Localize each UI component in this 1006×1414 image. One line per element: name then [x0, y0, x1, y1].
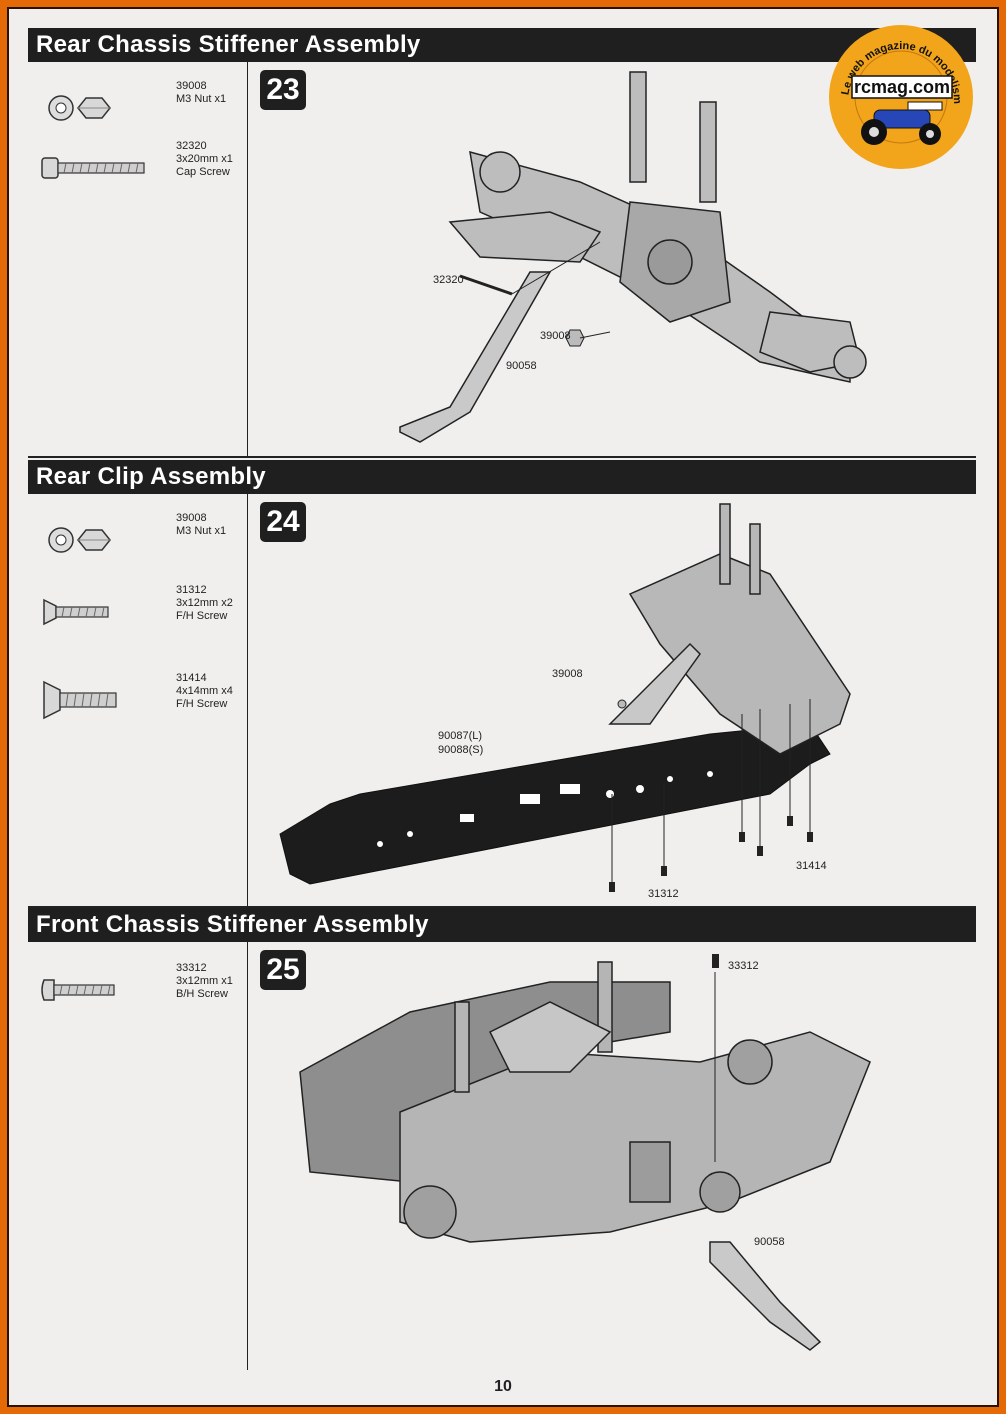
section-title: Rear Chassis Stiffener Assembly [28, 28, 976, 62]
part-item: 39008 M3 Nut x1 [28, 78, 248, 138]
part-text: 39008 M3 Nut x1 [176, 80, 226, 106]
section-title: Front Chassis Stiffener Assembly [28, 908, 976, 942]
callout-label: 31312 [648, 888, 679, 900]
callout-label: 33312 [728, 960, 759, 972]
logo-name: rcmag.com [854, 77, 950, 97]
part-text: 32320 3x20mm x1 Cap Screw [176, 140, 233, 179]
part-item: 31312 3x12mm x2 F/H Screw [28, 582, 248, 642]
part-desc-2: F/H Screw [176, 610, 228, 622]
part-desc: 4x14mm x4 [176, 685, 233, 697]
callout-label: 90087(L) [438, 730, 483, 742]
callout-label: 90088(S) [438, 744, 484, 756]
part-text: 31312 3x12mm x2 F/H Screw [176, 584, 233, 623]
part-desc: 3x12mm x2 [176, 597, 233, 609]
flat-head-screw-icon [43, 680, 117, 720]
part-item: 33312 3x12mm x1 B/H Screw [28, 960, 248, 1020]
part-code: 31312 [176, 584, 207, 596]
flat-head-screw-icon [43, 598, 109, 626]
part-code: 31414 [176, 672, 207, 684]
step-number: 24 [260, 502, 306, 542]
part-desc-2: B/H Screw [176, 988, 228, 1000]
rear-chassis-illustration [399, 71, 867, 443]
section-title: Rear Clip Assembly [28, 460, 976, 494]
section-rear-clip: Rear Clip Assembly 39008 M3 Nut x1 31312 [28, 460, 976, 908]
button-head-screw-icon [41, 979, 115, 1001]
callout-label: 31414 [796, 860, 827, 872]
rear-clip-illustration [279, 503, 851, 892]
part-code: 32320 [176, 140, 207, 152]
part-text: 39008 M3 Nut x1 [176, 512, 226, 538]
part-desc: M3 Nut x1 [176, 93, 227, 105]
callout-label: 39008 [552, 668, 583, 680]
callout-label: 90058 [506, 360, 537, 372]
nut-icon [48, 527, 111, 553]
part-item: 39008 M3 Nut x1 [28, 510, 248, 570]
step-number: 25 [260, 950, 306, 990]
callout-label: 39008 [540, 330, 571, 342]
front-chassis-illustration [299, 954, 871, 1351]
part-item: 32320 3x20mm x1 Cap Screw [28, 138, 248, 198]
nut-icon [48, 95, 111, 121]
parts-list: 33312 3x12mm x1 B/H Screw [28, 942, 248, 1370]
parts-list: 39008 M3 Nut x1 32320 3x20mm x1 Cap Scr [28, 62, 248, 456]
part-code: 39008 [176, 512, 207, 524]
page-number: 10 [494, 1378, 512, 1395]
part-desc-2: F/H Screw [176, 698, 228, 710]
rc-car-icon [861, 101, 943, 145]
section-divider [28, 906, 976, 908]
part-desc: 3x20mm x1 [176, 153, 233, 165]
section-divider [28, 456, 976, 458]
rcmag-logo: Le web magazine du modelisme rcmag.com [826, 22, 973, 169]
part-text: 31414 4x14mm x4 F/H Screw [176, 672, 233, 711]
section-rear-chassis-stiffener: Rear Chassis Stiffener Assembly 39008 M3… [28, 28, 976, 456]
section-front-chassis-stiffener: Front Chassis Stiffener Assembly 33312 3… [28, 908, 976, 1370]
parts-list: 39008 M3 Nut x1 31312 3x12mm x2 F/H Scre… [28, 494, 248, 908]
part-text: 33312 3x12mm x1 B/H Screw [176, 962, 233, 1001]
cap-screw-icon [41, 157, 145, 179]
callout-label: 90058 [754, 1236, 785, 1248]
part-desc-2: Cap Screw [176, 166, 230, 178]
part-code: 39008 [176, 80, 207, 92]
callout-label: 32320 [433, 274, 464, 286]
part-code: 33312 [176, 962, 207, 974]
step-number: 23 [260, 70, 306, 110]
part-desc: M3 Nut x1 [176, 525, 227, 537]
part-item: 31414 4x14mm x4 F/H Screw [28, 670, 248, 730]
part-desc: 3x12mm x1 [176, 975, 233, 987]
